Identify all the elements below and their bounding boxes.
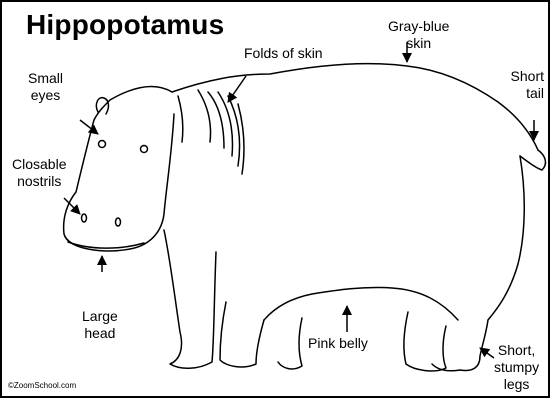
label-large-head: Large head — [82, 308, 118, 342]
arrow-folds-of-skin — [228, 76, 246, 102]
arrow-short-stumpy-legs — [480, 348, 494, 358]
diagram-title: Hippopotamus — [26, 10, 224, 41]
credit-text: ©ZoomSchool.com — [8, 381, 76, 391]
label-folds-of-skin: Folds of skin — [244, 45, 323, 62]
label-gray-blue-skin: Gray-blue skin — [388, 18, 449, 52]
label-closable-nostrils: Closable nostrils — [12, 156, 66, 190]
label-short-stumpy-legs: Short, stumpy legs — [494, 342, 539, 393]
label-short-tail: Short tail — [511, 68, 544, 102]
label-pink-belly: Pink belly — [308, 335, 368, 352]
hippo-outline — [64, 64, 546, 371]
arrow-small-eyes — [80, 120, 98, 134]
label-small-eyes: Small eyes — [28, 70, 63, 104]
skin-folds — [178, 90, 244, 174]
